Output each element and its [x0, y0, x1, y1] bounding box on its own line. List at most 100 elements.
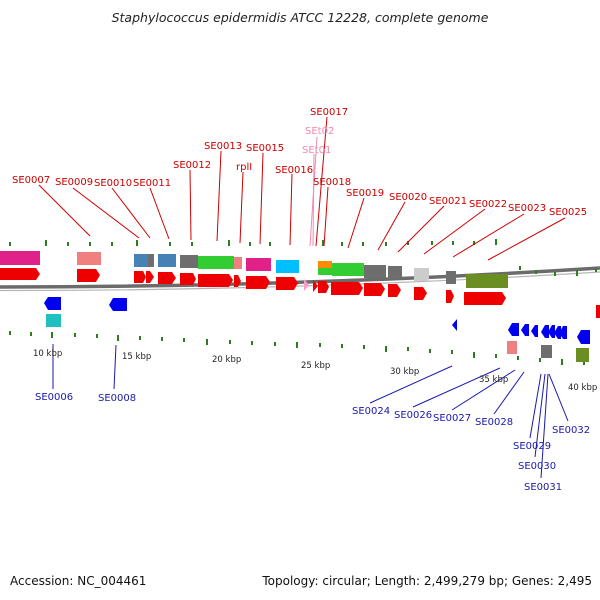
accession-text: Accession: NC_004461 [10, 574, 147, 588]
feature-box [388, 266, 402, 279]
gene-arrow [364, 283, 385, 296]
feature-box [148, 254, 154, 267]
gene-arrow [596, 305, 600, 318]
gene-arrow [554, 326, 561, 339]
gene-arrow [246, 276, 270, 289]
gene-arrow [180, 273, 196, 285]
gene-label: SE0029 [513, 441, 551, 452]
feature-box [158, 254, 176, 267]
feature-box [318, 268, 332, 275]
gene-label-trna: SEt02 [305, 126, 334, 137]
scale-label-10kbp: 10 kbp [33, 349, 62, 359]
gene-arrow [559, 326, 567, 339]
feature-boxes-bottom [46, 314, 589, 362]
gene-arrow [388, 284, 401, 297]
lower-tick-row [9, 331, 585, 365]
gene-label: SE0008 [98, 393, 136, 404]
reverse-genes [44, 297, 590, 344]
gene-arrow [109, 298, 127, 311]
gene-label: SE0028 [475, 417, 513, 428]
feature-box [466, 274, 508, 288]
top-leader-lines [38, 116, 566, 261]
feature-box [77, 252, 101, 265]
gene-arrow [198, 274, 233, 287]
gene-label: SE0021 [429, 196, 467, 207]
gene-label: SE0009 [55, 177, 93, 188]
gene-arrow [304, 279, 309, 291]
gene-arrow [0, 268, 40, 280]
scale-label-15kbp: 15 kbp [122, 352, 151, 362]
gene-label: SE0023 [508, 203, 546, 214]
gene-arrow [452, 319, 457, 331]
gene-label: SE0006 [35, 392, 73, 403]
gene-label: SE0027 [433, 413, 471, 424]
gene-label: SE0016 [275, 165, 313, 176]
genome-title: Staphylococcus epidermidis ATCC 12228, c… [111, 10, 489, 25]
gene-arrow [464, 292, 506, 305]
pale-leader-lines [309, 136, 318, 247]
gene-label-trna: SEt01 [302, 145, 331, 156]
gene-arrow [146, 271, 154, 283]
gene-arrow [331, 282, 363, 295]
gene-label: SE0026 [394, 410, 432, 421]
gene-arrow [318, 281, 329, 293]
gene-label: SE0018 [313, 177, 351, 188]
gene-label: SE0020 [389, 192, 427, 203]
feature-box [198, 256, 234, 269]
gene-arrow [521, 324, 529, 336]
gene-label: SE0010 [94, 178, 132, 189]
top-gene-labels: SE0007 SE0009 SE0010 SE0011 SE0012 SE001… [12, 107, 587, 218]
topology-text: Topology: circular; Length: 2,499,279 bp… [262, 574, 592, 588]
scale-label-25kbp: 25 kbp [301, 361, 330, 371]
feature-box [0, 251, 40, 265]
gene-arrow [531, 325, 538, 337]
gene-label: SE0011 [133, 178, 171, 189]
gene-label: SE0025 [549, 207, 587, 218]
gene-label: SE0022 [469, 199, 507, 210]
scale-label-35kbp: 35 kbp [479, 375, 508, 385]
gene-label: SE0015 [246, 143, 284, 154]
gene-arrow [44, 297, 61, 310]
gene-label: SE0013 [204, 141, 242, 152]
feature-box [246, 258, 271, 271]
feature-box [180, 255, 198, 268]
gene-arrow [276, 277, 298, 290]
feature-box [576, 348, 589, 362]
scale-label-20kbp: 20 kbp [212, 355, 241, 365]
gene-arrow [77, 269, 100, 282]
bottom-leader-lines [52, 344, 569, 479]
gene-arrow [446, 290, 454, 303]
gene-arrow [577, 330, 590, 344]
feature-box [234, 257, 242, 269]
feature-box [318, 261, 332, 268]
gene-label: SE0024 [352, 406, 390, 417]
gene-label: SE0007 [12, 175, 50, 186]
genome-backbone [0, 266, 600, 289]
feature-box [507, 341, 517, 354]
forward-genes [0, 268, 600, 318]
gene-label: SE0030 [518, 461, 556, 472]
scale-label-30kbp: 30 kbp [390, 367, 419, 377]
gene-label: SE0017 [310, 107, 348, 118]
gene-arrow [158, 272, 176, 284]
feature-box [364, 265, 386, 278]
feature-box [134, 254, 148, 267]
gene-arrow [414, 287, 427, 300]
gene-arrow [548, 325, 555, 338]
feature-box [414, 268, 429, 281]
feature-boxes-top [0, 251, 508, 288]
feature-box [276, 260, 299, 273]
bottom-gene-labels: SE0006 SE0008 SE0024 SE0026 SE0027 SE002… [35, 392, 590, 493]
scale-labels: 10 kbp 15 kbp 20 kbp 25 kbp 30 kbp 35 kb… [33, 349, 597, 393]
feature-box [332, 263, 364, 276]
gene-arrow [313, 280, 318, 292]
gene-label: SE0031 [524, 482, 562, 493]
gene-arrow [234, 275, 241, 287]
scale-label-40kbp: 40 kbp [568, 383, 597, 393]
gene-label: rplI [236, 162, 252, 173]
gene-label: SE0012 [173, 160, 211, 171]
gene-label: SE0032 [552, 425, 590, 436]
feature-box [46, 314, 61, 327]
feature-box [446, 271, 456, 284]
